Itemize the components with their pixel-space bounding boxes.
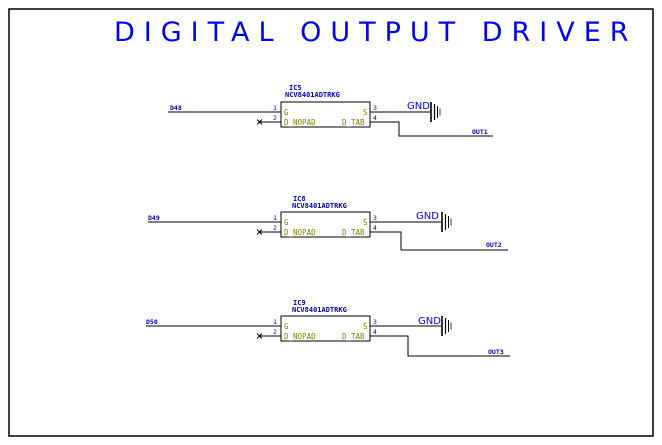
pin-name-d-nopad: D_NOPAD <box>284 118 316 127</box>
ic-part-number: NCV8401ADTRKG <box>292 202 347 210</box>
no-connect-icon <box>256 229 263 235</box>
ic-block-3: IC9 NCV8401ADTRKG D50 1 G 2 D_NOPAD S 3 … <box>146 299 510 357</box>
ic-body[interactable] <box>280 315 371 342</box>
pin-number-4: 4 <box>373 224 377 232</box>
gnd-label: GND <box>416 211 439 222</box>
pin-number-3: 3 <box>373 318 377 326</box>
ic-body[interactable] <box>280 101 371 128</box>
ic-refdes: IC8 <box>293 195 306 203</box>
ground-icon <box>441 212 452 232</box>
pin-name-d-nopad: D_NOPAD <box>284 332 316 341</box>
output-net-label: OUT1 <box>472 128 488 136</box>
pin-number-1: 1 <box>273 214 277 222</box>
pin-name-d-tab: D_TAB <box>342 118 365 127</box>
sheet-title: DIGITAL OUTPUT DRIVER <box>114 17 638 48</box>
gnd-label: GND <box>407 101 430 112</box>
pin-number-3: 3 <box>373 104 377 112</box>
pin-name-d-tab: D_TAB <box>342 228 365 237</box>
ic-part-number: NCV8401ADTRKG <box>292 306 347 314</box>
pin-name-s: S <box>363 322 368 331</box>
gnd-label: GND <box>418 316 441 327</box>
pin-number-1: 1 <box>273 318 277 326</box>
pin-number-2: 2 <box>273 328 277 336</box>
no-connect-icon <box>256 333 263 339</box>
no-connect-icon <box>256 119 263 125</box>
output-wire <box>370 335 510 357</box>
pin-number-1: 1 <box>273 104 277 112</box>
ground-icon <box>441 316 452 336</box>
output-wire <box>370 121 493 137</box>
pin-name-d-nopad: D_NOPAD <box>284 228 316 237</box>
ground-icon <box>430 102 441 122</box>
output-net-label: OUT2 <box>486 241 502 249</box>
pin-number-3: 3 <box>373 214 377 222</box>
ic-block-2: IC8 NCV8401ADTRKG D49 1 G 2 D_NOPAD S 3 … <box>148 195 508 251</box>
pin-number-2: 2 <box>273 114 277 122</box>
pin-name-g: G <box>284 108 289 117</box>
pin-number-4: 4 <box>373 114 377 122</box>
input-net-label: D48 <box>170 104 182 112</box>
output-net-label: OUT3 <box>488 348 504 356</box>
pin-name-s: S <box>363 218 368 227</box>
ic-refdes: IC5 <box>289 84 302 92</box>
pin-name-g: G <box>284 322 289 331</box>
pin-name-s: S <box>363 108 368 117</box>
ic-part-number: NCV8401ADTRKG <box>285 91 340 99</box>
pin-name-d-tab: D_TAB <box>342 332 365 341</box>
ic-body[interactable] <box>280 211 371 238</box>
sheet-border <box>8 8 654 437</box>
ic-refdes: IC9 <box>293 299 306 307</box>
input-net-label: D50 <box>146 318 158 326</box>
input-net-label: D49 <box>148 214 160 222</box>
pin-number-2: 2 <box>273 224 277 232</box>
ic-block-1: IC5 NCV8401ADTRKG D48 1 G 2 D_NOPAD S 3 … <box>168 84 493 137</box>
pin-name-g: G <box>284 218 289 227</box>
output-wire <box>370 231 508 251</box>
pin-number-4: 4 <box>373 328 377 336</box>
